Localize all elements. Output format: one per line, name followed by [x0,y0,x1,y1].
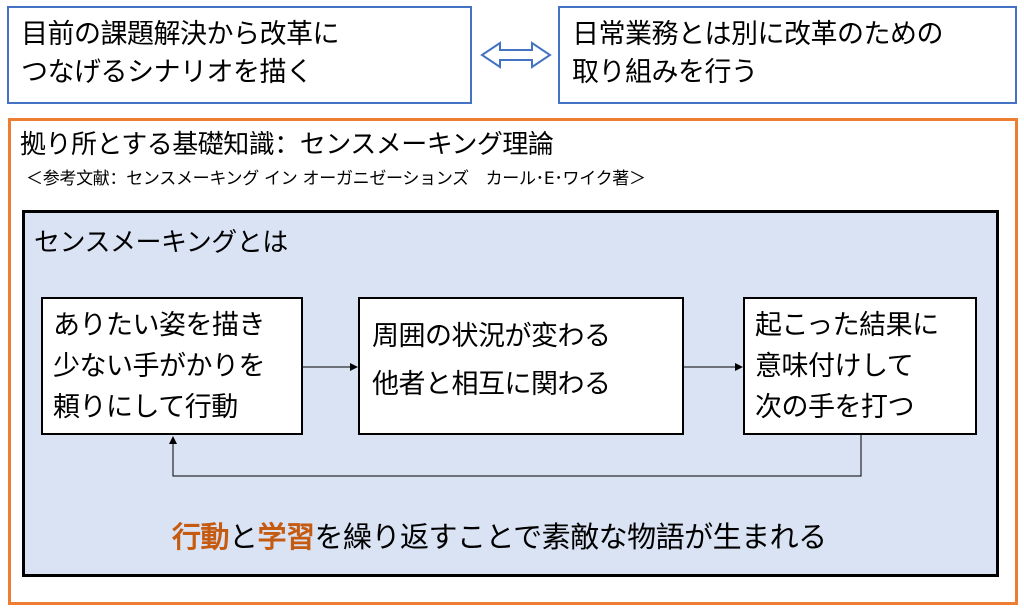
scenario-line-2: つなげるシナリオを描く [21,57,313,88]
step-act-line-3: 頼りにして行動 [53,392,238,423]
highlight-action: 行動 [172,520,230,554]
initiative-line-2: 取り組みを行う [572,57,758,88]
feedback-loop-arrow [169,435,862,477]
scenario-line-1: 目前の課題解決から改革に [21,19,340,50]
sensemaking-title: センスメーキングとは [34,228,288,258]
step-interpret-line-3: 次の手を打つ [755,392,915,423]
step-change-line-2: 他者と相互に関わる [372,369,611,400]
initiative-box: 日常業務とは別に改革のための 取り組みを行う [558,6,1017,104]
highlight-learning: 学習 [257,520,316,554]
step-interpret-line-1: 起こった結果に [755,310,939,341]
conclusion-rest: を繰り返すことで素敵な物語が生まれる [314,520,828,554]
initiative-line-1: 日常業務とは別に改革のための [572,19,944,50]
step-act-line-2: 少ない手がかりを [53,351,266,382]
foundation-title: 拠り所とする基礎知識：センスメーキング理論 [20,130,554,160]
step-interpret-line-2: 意味付けして [755,351,914,382]
scenario-box: 目前の課題解決から改革に つなげるシナリオを描く [7,6,472,104]
double-arrow-icon [480,41,552,69]
step-interpret-box: 起こった結果に 意味付けして 次の手を打つ [743,297,977,435]
step-act-box: ありたい姿を描き 少ない手がかりを 頼りにして行動 [41,297,303,435]
conclusion-text: 行動と学習を繰り返すことで素敵な物語が生まれる [172,514,827,556]
step-act-line-1: ありたい姿を描き [53,310,266,341]
conclusion-connector: と [229,520,258,554]
reference-note: ＜参考文献：センスメーキング イン オーガニゼーションズ カール･E･ワイク著＞ [26,169,646,189]
step-change-line-1: 周囲の状況が変わる [372,321,611,352]
step-change-box: 周囲の状況が変わる 他者と相互に関わる [358,297,684,435]
